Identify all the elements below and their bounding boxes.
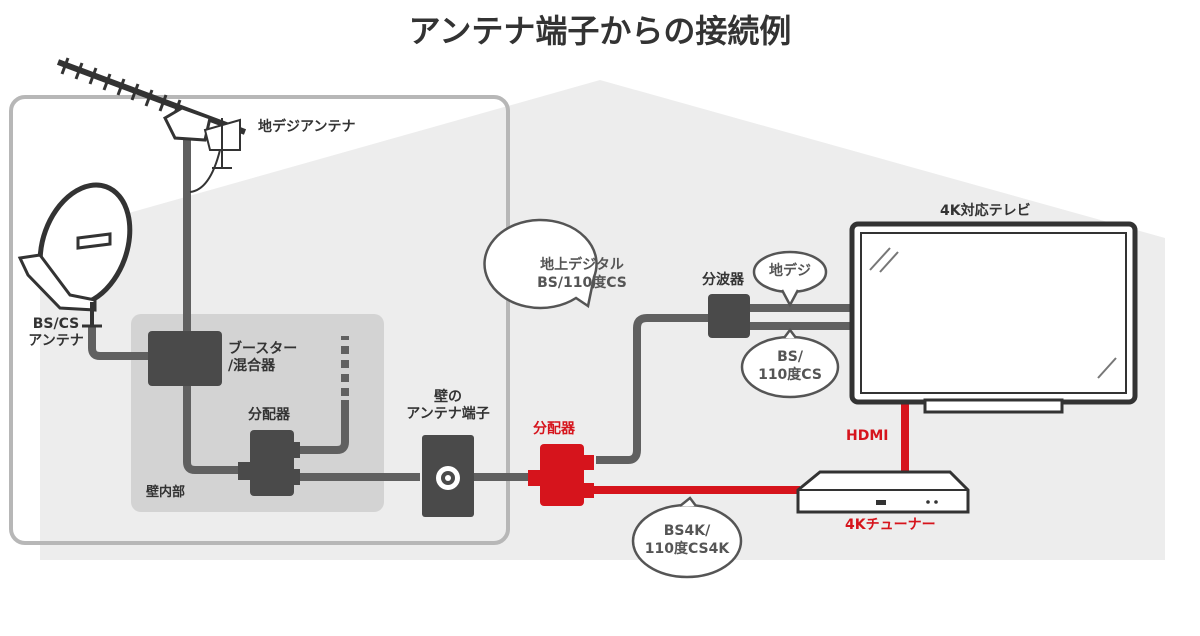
bs-cs-antenna-label-line1: BS/CS bbox=[32, 316, 80, 332]
bs-bubble-line1: BS/ bbox=[777, 349, 803, 365]
bs-bubble-text: BS/ 110度CS bbox=[748, 349, 832, 384]
bubble-bs-tail bbox=[783, 327, 797, 339]
booster-label: ブースター /混合器 bbox=[228, 341, 297, 375]
booster-label-line1: ブースター bbox=[228, 341, 298, 357]
bs-cs-antenna-label: BS/CS アンテナ bbox=[28, 316, 84, 350]
bubble-signal-shape bbox=[483, 218, 598, 310]
booster-label-line2: /混合器 bbox=[228, 357, 276, 374]
terrestrial-antenna-icon bbox=[56, 57, 247, 193]
booster-box bbox=[148, 331, 222, 386]
inwall-label: 壁内部 bbox=[146, 485, 186, 500]
tuner-label: 4Kチューナー bbox=[845, 517, 936, 533]
bubble-bs4k-tail bbox=[679, 496, 697, 507]
satellite-dish-icon bbox=[17, 182, 133, 328]
red-cables bbox=[590, 398, 909, 494]
hdmi-label: HDMI bbox=[846, 428, 889, 444]
bs-cs-antenna-label-line2: アンテナ bbox=[28, 332, 84, 349]
signal-bubble-line2: BS/110度CS bbox=[537, 274, 627, 291]
wall-antenna-terminal bbox=[422, 435, 474, 517]
signal-bubble-text: 地上デジタル BS/110度CS bbox=[532, 257, 632, 292]
page-title: アンテナ端子からの接続例 bbox=[408, 12, 792, 50]
tv-4k bbox=[849, 221, 1138, 414]
inwall-splitter-label: 分配器 bbox=[248, 407, 290, 423]
signal-bubble-line1: 地上デジタル bbox=[540, 257, 624, 273]
bs-bubble-line2: 110度CS bbox=[758, 366, 822, 383]
red-splitter bbox=[528, 444, 594, 506]
terrestrial-antenna-label: 地デジアンテナ bbox=[258, 119, 356, 135]
chideji-bubble-text: 地デジ bbox=[769, 263, 811, 279]
inwall-splitter bbox=[238, 430, 300, 496]
diplexer-box bbox=[708, 294, 750, 338]
bubble-chideji-tail bbox=[780, 289, 800, 308]
speech-bubbles bbox=[483, 218, 840, 579]
tv-label: 4K対応テレビ bbox=[940, 203, 1031, 219]
red-splitter-label: 分配器 bbox=[533, 421, 575, 437]
wall-terminal-label: 壁の アンテナ端子 bbox=[396, 389, 500, 423]
wall-panel-outline bbox=[9, 95, 510, 545]
wall-terminal-label-line1: 壁の bbox=[434, 389, 462, 405]
bs4k-bubble-text: BS4K/ 110度CS4K bbox=[637, 523, 737, 558]
bs4k-bubble-line1: BS4K/ bbox=[663, 523, 711, 539]
tuner-4k bbox=[796, 470, 970, 514]
gray-cables bbox=[88, 140, 852, 481]
wall-terminal-label-line2: アンテナ端子 bbox=[406, 405, 490, 422]
bs4k-bubble-line2: 110度CS4K bbox=[644, 540, 730, 557]
diplexer-label: 分波器 bbox=[702, 272, 744, 288]
